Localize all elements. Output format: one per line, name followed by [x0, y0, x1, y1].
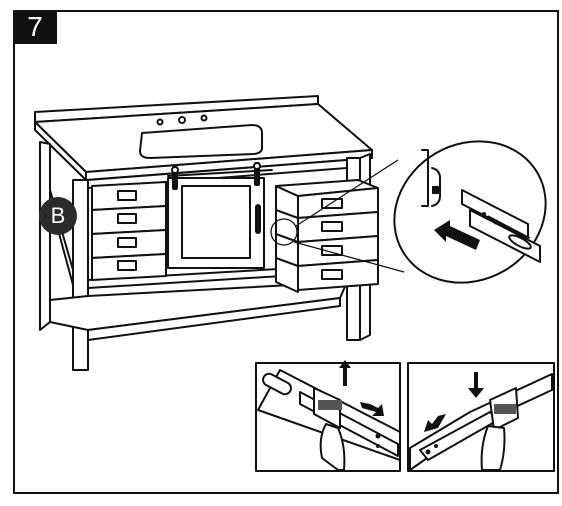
slide-detail-callout [270, 140, 547, 284]
left-drawer-bank [91, 181, 167, 281]
door-handle-icon [255, 204, 261, 234]
arrow-right-icon [360, 402, 384, 416]
part-label-b: B [39, 197, 77, 235]
sink-basin [139, 114, 263, 159]
drawer-pull-icon [117, 237, 137, 248]
step-number-badge: 7 [13, 10, 57, 44]
arrow-left-icon [424, 414, 446, 432]
drawer-pull-icon [321, 198, 343, 209]
drawer-pull-icon [321, 269, 343, 280]
drawer-pull-icon [117, 260, 137, 271]
drawer-pull-icon [321, 245, 343, 256]
drawer-pull-icon [321, 221, 343, 232]
instruction-frame [13, 10, 559, 494]
release-lever-detail-left [255, 360, 401, 472]
drawer-pull-icon [117, 213, 137, 224]
right-drawer-bank [275, 179, 379, 293]
detail-marker-circle [270, 218, 298, 246]
sliding-barn-door [167, 162, 273, 269]
drawer-pull-icon [117, 190, 137, 201]
arrow-up-icon [339, 360, 351, 386]
arrow-down-icon [468, 372, 484, 398]
vanity-cabinet [34, 95, 379, 371]
release-lever-detail-right [407, 362, 555, 472]
